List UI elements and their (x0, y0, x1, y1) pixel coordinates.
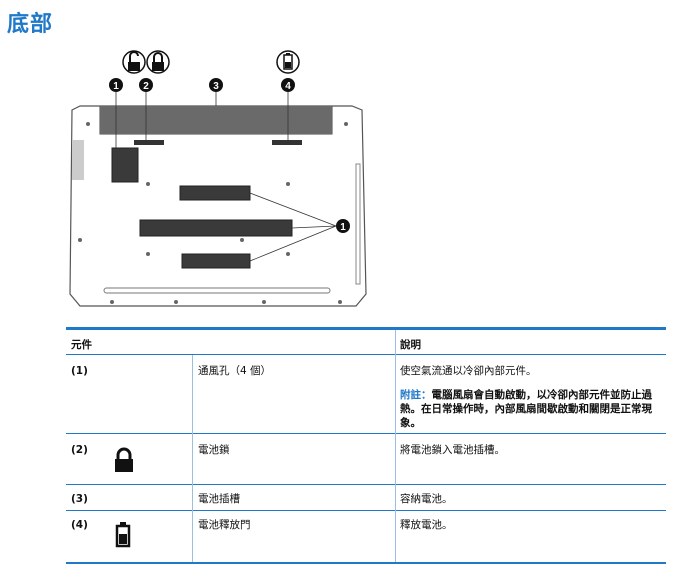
row-3-num: (3) (71, 493, 88, 505)
row-rule (66, 433, 666, 434)
callout-1b: 1 (336, 219, 350, 233)
callout-3: 3 (209, 78, 223, 92)
svg-text:1: 1 (113, 81, 119, 92)
vent-square (111, 147, 139, 183)
vent-lower (181, 253, 251, 269)
battery-release-icon (115, 522, 131, 548)
svg-text:4: 4 (285, 81, 291, 92)
row-rule (66, 510, 666, 511)
table-top-rule (66, 327, 666, 330)
callout-1: 1 (109, 78, 123, 92)
row-1-desc: 使空氣流通以冷卻內部元件。 (400, 365, 537, 377)
row-3-name: 電池插槽 (198, 493, 240, 505)
page-title: 底部 (7, 12, 54, 37)
callout-4: 4 (281, 78, 295, 92)
svg-text:3: 3 (213, 81, 219, 92)
header-rule (66, 354, 666, 355)
table-bottom-rule (66, 562, 666, 564)
row-4-desc: 釋放電池。 (400, 519, 453, 531)
row-2-num: (2) (71, 444, 88, 456)
callout-2: 2 (139, 78, 153, 92)
column-divider (395, 330, 396, 562)
unlock-icon (122, 50, 146, 74)
svg-text:1: 1 (340, 222, 346, 233)
row-4-name: 電池釋放門 (198, 519, 251, 531)
battery-lock-slot (134, 140, 164, 145)
laptop-bottom-diagram: 1 2 3 4 1 (69, 50, 367, 307)
header-component: 元件 (71, 339, 92, 351)
row-3-desc: 容納電池。 (400, 493, 453, 505)
header-description: 說明 (400, 339, 421, 351)
battery-release-slot (272, 140, 302, 145)
battery-icon (276, 50, 300, 74)
vent-upper (179, 185, 251, 201)
note-label: 附註： (400, 389, 432, 401)
lock-icon (115, 447, 133, 472)
row-1-note: 附註：電腦風扇會自動啟動，以冷卻內部元件並防止過熱。在日常操作時，內部風扇間歇啟… (400, 388, 665, 430)
note-text: 電腦風扇會自動啟動，以冷卻內部元件並防止過熱。在日常操作時，內部風扇間歇啟動和關… (400, 389, 652, 429)
row-2-desc: 將電池鎖入電池插槽。 (400, 444, 505, 456)
row-2-name: 電池鎖 (198, 444, 230, 456)
vent-middle (139, 219, 293, 237)
row-rule (66, 484, 666, 485)
row-1-num: (1) (71, 365, 88, 377)
lock-icon (146, 50, 170, 74)
column-divider (192, 355, 193, 562)
row-1-name: 通風孔（4 個） (198, 365, 272, 377)
row-4-num: (4) (71, 519, 88, 531)
svg-text:2: 2 (143, 81, 149, 92)
